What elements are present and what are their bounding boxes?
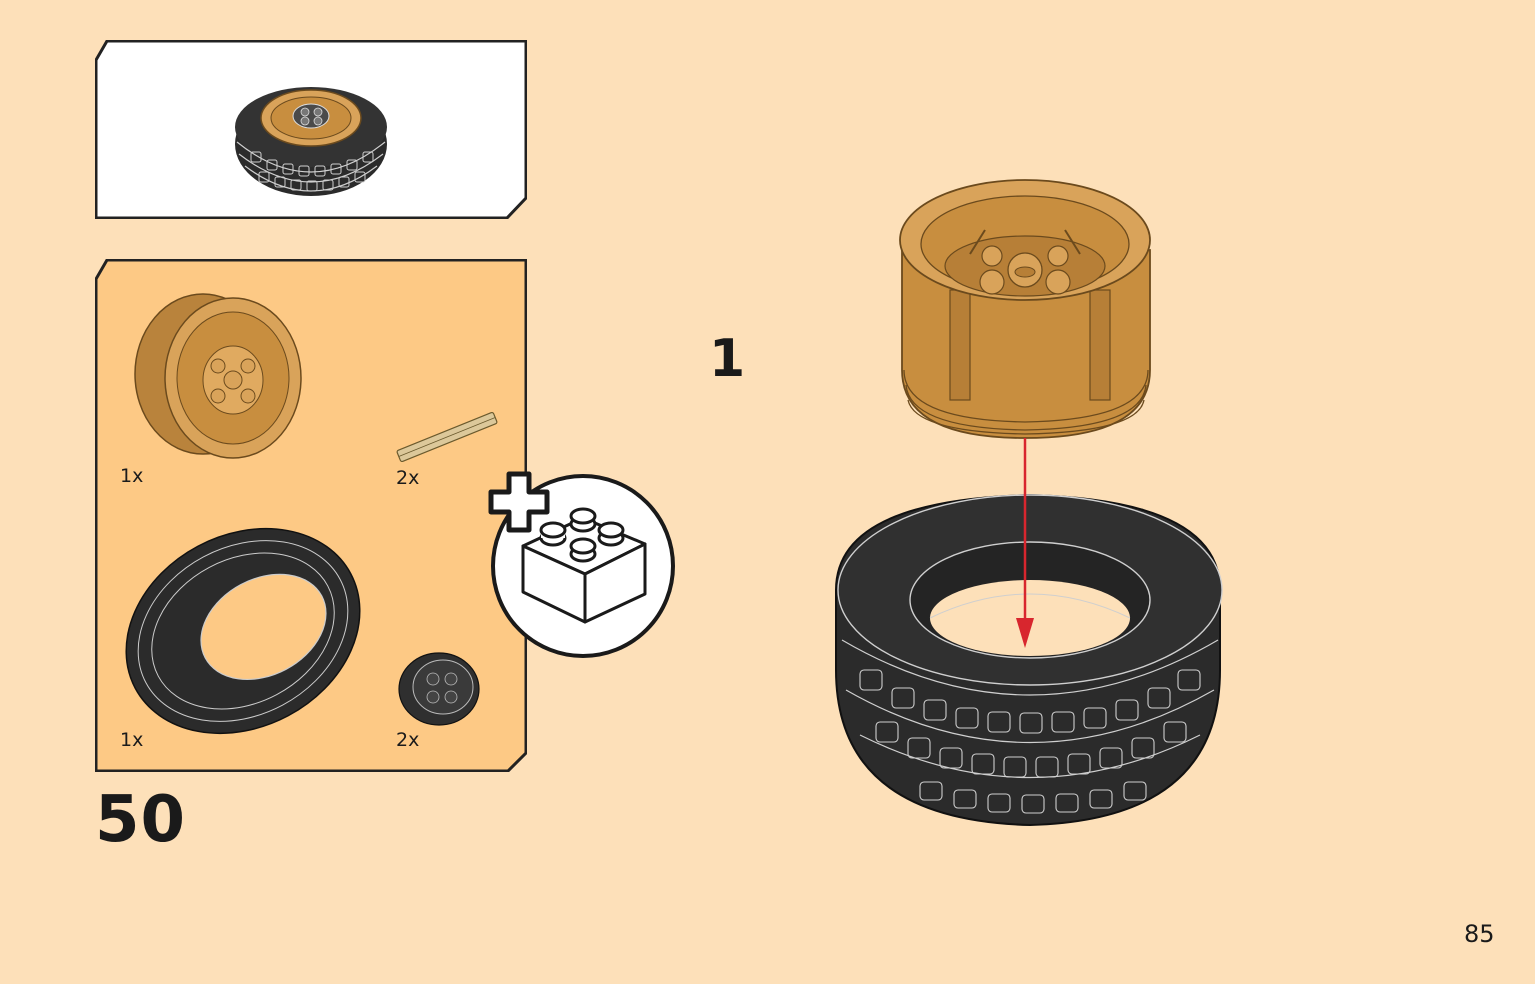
step-number: 50 bbox=[95, 783, 187, 857]
sub-step-number: 1 bbox=[709, 329, 746, 389]
parts-list-panel: 1x 2x 1x 2x bbox=[95, 259, 527, 772]
assembled-wheel-image bbox=[235, 87, 387, 196]
wheel-rim-part bbox=[134, 293, 302, 459]
hub-connector-qty: 2x bbox=[396, 729, 420, 751]
assembly-tire-image bbox=[835, 493, 1223, 827]
tire-part bbox=[125, 527, 361, 735]
preview-panel bbox=[94, 39, 528, 220]
assembly-illustration bbox=[820, 170, 1240, 840]
axle-qty: 2x bbox=[396, 467, 420, 489]
tire-qty: 1x bbox=[120, 729, 144, 751]
hub-connector-part bbox=[398, 652, 480, 726]
plus-brick-icon bbox=[488, 471, 675, 658]
add-bricks-badge bbox=[487, 470, 679, 662]
axle-part bbox=[396, 411, 498, 463]
wheel-rim-qty: 1x bbox=[120, 465, 144, 487]
assembly-rim-image bbox=[899, 179, 1151, 439]
page-number: 85 bbox=[1464, 920, 1495, 948]
insert-direction-arrow bbox=[1016, 438, 1034, 648]
